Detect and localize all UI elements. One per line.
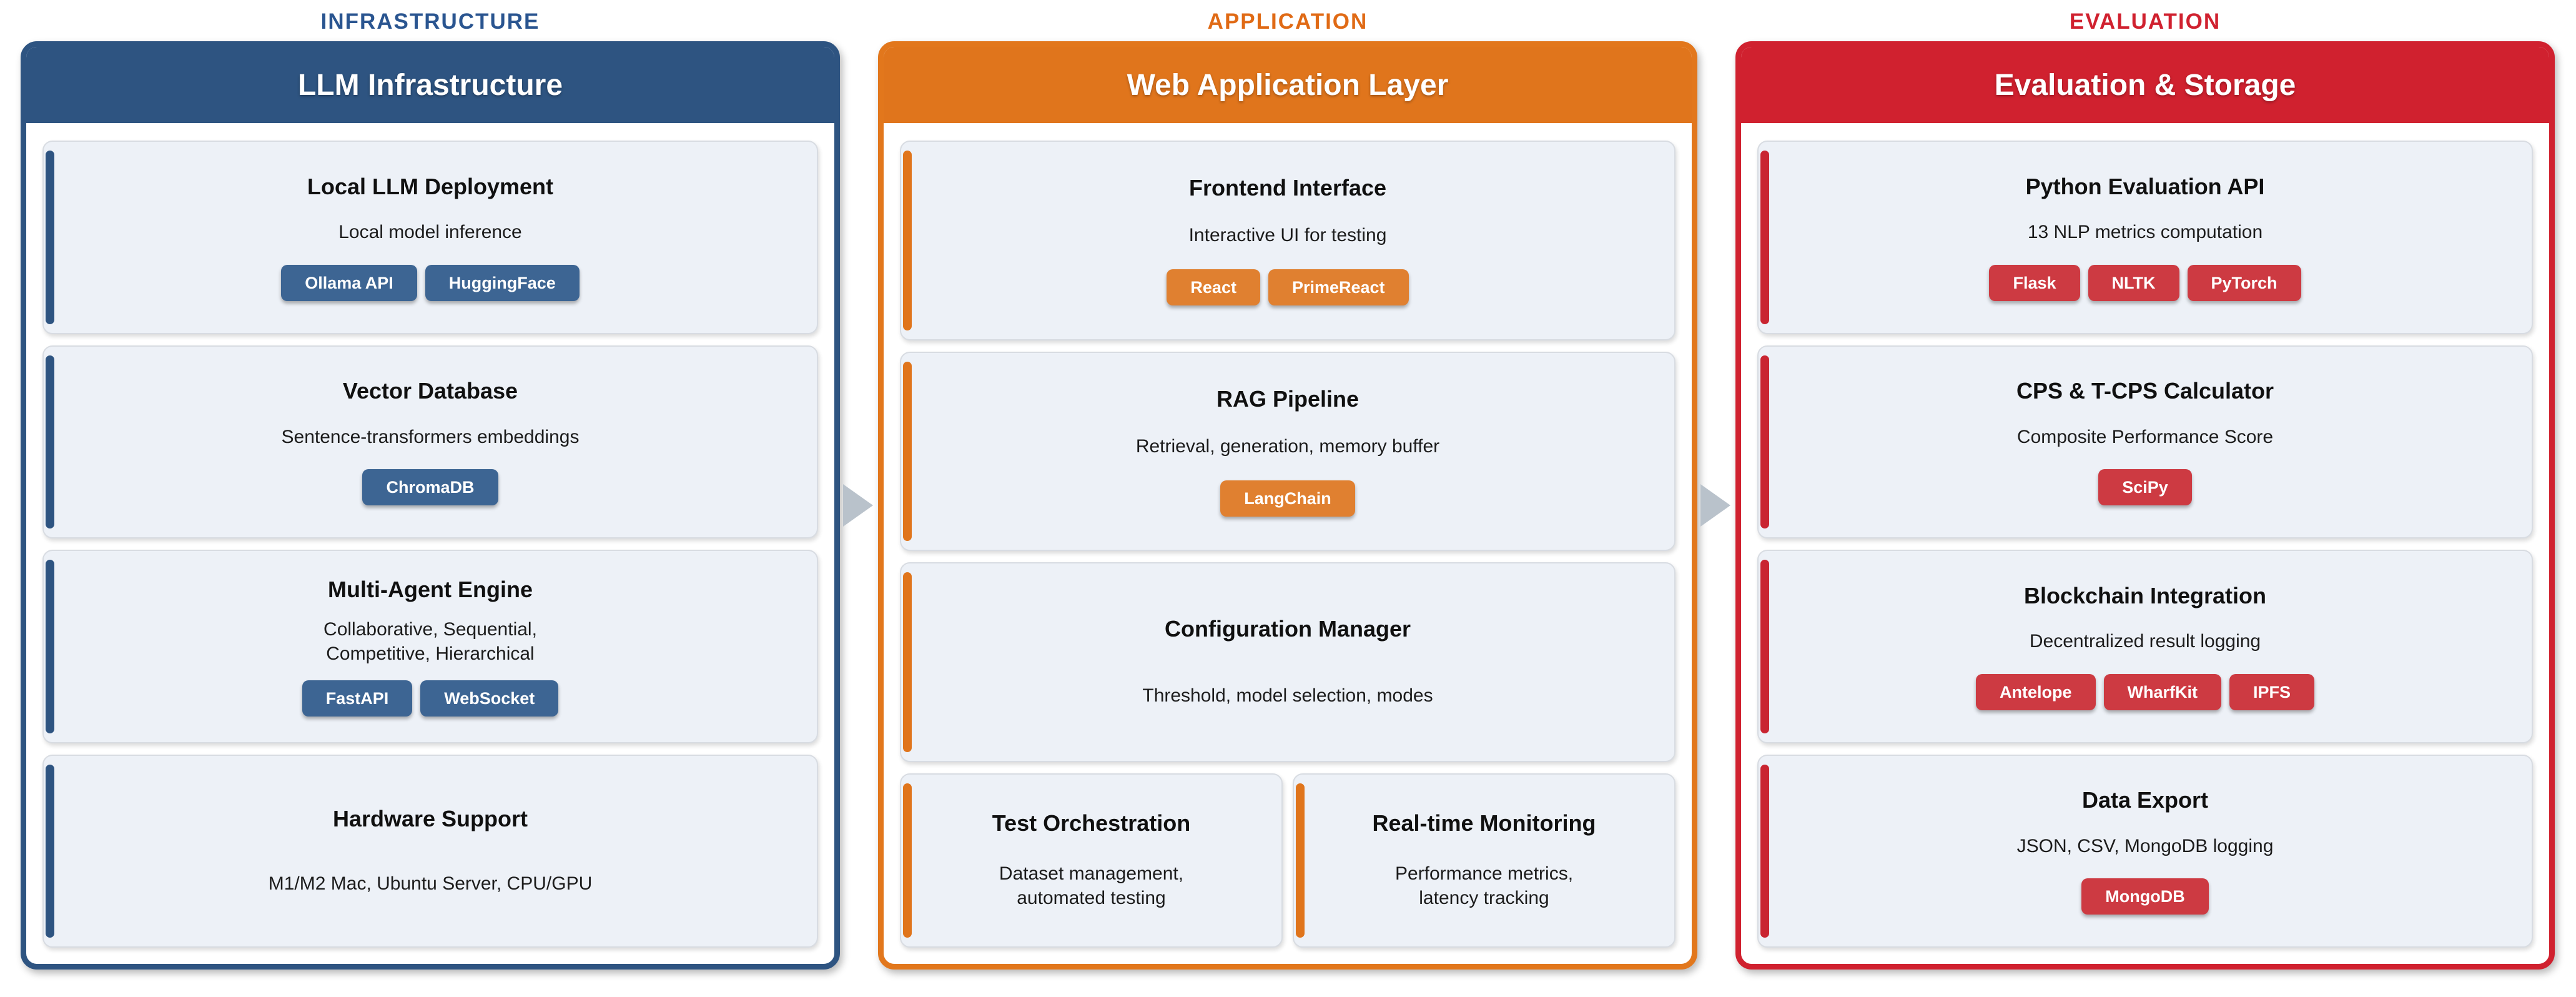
column-infrastructure: INFRASTRUCTURE LLM Infrastructure Local … (21, 6, 840, 970)
badge-chromadb: ChromaDB (362, 469, 498, 506)
card-multi-agent-engine: Multi-Agent Engine Collaborative, Sequen… (42, 550, 818, 743)
badge-react: React (1167, 269, 1260, 306)
badge-ollama-api: Ollama API (281, 264, 417, 301)
card-vector-database: Vector Database Sentence-transformers em… (42, 345, 818, 538)
card-description: Composite Performance Score (2016, 426, 2274, 447)
panel-evaluation-storage: Evaluation & Storage Python Evaluation A… (1735, 41, 2555, 970)
column-label-evaluation: EVALUATION (2069, 9, 2221, 34)
badge-row: SciPy (2098, 469, 2192, 506)
card-accent-bar (903, 151, 912, 330)
panel-content-application: Frontend Interface Interactive UI for te… (884, 123, 1692, 964)
card-title: Local LLM Deployment (307, 173, 554, 199)
card-accent-bar (46, 355, 54, 528)
badge-row: Antelope WharfKit IPFS (1975, 673, 2314, 710)
card-accent-bar (903, 783, 912, 938)
card-accent-bar (46, 764, 54, 938)
badge-row: Flask NLTK PyTorch (1989, 264, 2301, 301)
badge-wharfkit: WharfKit (2103, 673, 2221, 710)
card-description: JSON, CSV, MongoDB logging (2016, 835, 2274, 856)
panel-llm-infrastructure: LLM Infrastructure Local LLM Deployment … (21, 41, 840, 970)
badge-row: LangChain (1220, 480, 1355, 517)
card-title: RAG Pipeline (1216, 385, 1360, 412)
card-hardware-support: Hardware Support M1/M2 Mac, Ubuntu Serve… (42, 754, 818, 948)
card-accent-bar (1760, 151, 1769, 324)
card-accent-bar (46, 151, 54, 324)
panel-header-evaluation-storage: Evaluation & Storage (1741, 47, 2549, 123)
card-title: Vector Database (342, 378, 518, 404)
card-python-evaluation-api: Python Evaluation API 13 NLP metrics com… (1757, 141, 2533, 334)
panel-header-llm-infrastructure: LLM Infrastructure (26, 47, 834, 123)
card-accent-bar (903, 572, 912, 752)
split-card-row: Test Orchestration Dataset management, a… (900, 773, 1675, 948)
panel-web-application-layer: Web Application Layer Frontend Interface… (878, 41, 1697, 970)
badge-websocket: WebSocket (420, 680, 559, 717)
badge-langchain: LangChain (1220, 480, 1355, 517)
card-title: Frontend Interface (1188, 175, 1387, 201)
card-description: Performance metrics, latency tracking (1394, 863, 1574, 909)
badge-row: MongoDB (2081, 878, 2209, 915)
card-title: Configuration Manager (1165, 616, 1411, 642)
badge-nltk: NLTK (2088, 264, 2179, 301)
card-description: Collaborative, Sequential, Competitive, … (323, 618, 537, 664)
card-title: Multi-Agent Engine (328, 576, 533, 602)
card-blockchain-integration: Blockchain Integration Decentralized res… (1757, 550, 2533, 743)
card-accent-bar (1296, 783, 1305, 938)
card-frontend-interface: Frontend Interface Interactive UI for te… (900, 141, 1675, 340)
card-description: Decentralized result logging (2029, 631, 2261, 652)
column-label-infrastructure: INFRASTRUCTURE (320, 9, 540, 34)
card-description: M1/M2 Mac, Ubuntu Server, CPU/GPU (268, 873, 593, 895)
card-description: Local model inference (338, 222, 522, 243)
panel-content-infrastructure: Local LLM Deployment Local model inferen… (26, 123, 834, 964)
card-title: Python Evaluation API (2025, 173, 2265, 199)
flow-arrow-icon (1700, 484, 1730, 527)
panel-content-evaluation: Python Evaluation API 13 NLP metrics com… (1741, 123, 2549, 964)
card-title: Data Export (2081, 787, 2209, 813)
card-realtime-monitoring: Real-time Monitoring Performance metrics… (1293, 773, 1675, 948)
card-cps-tcps-calculator: CPS & T-CPS Calculator Composite Perform… (1757, 345, 2533, 538)
card-description: Sentence-transformers embeddings (281, 426, 580, 447)
badge-row: ChromaDB (362, 469, 498, 506)
badge-ipfs: IPFS (2229, 673, 2314, 710)
column-label-application: APPLICATION (1207, 9, 1368, 34)
flow-arrow-icon (843, 484, 873, 527)
card-rag-pipeline: RAG Pipeline Retrieval, generation, memo… (900, 351, 1675, 551)
badge-row: FastAPI WebSocket (302, 680, 559, 717)
card-title: Blockchain Integration (2023, 582, 2267, 608)
card-data-export: Data Export JSON, CSV, MongoDB logging M… (1757, 754, 2533, 948)
card-description: Retrieval, generation, memory buffer (1135, 435, 1440, 457)
column-application: APPLICATION Web Application Layer Fronte… (878, 6, 1697, 970)
card-accent-bar (1760, 764, 1769, 938)
card-description: Dataset management, automated testing (999, 863, 1184, 909)
card-title: Test Orchestration (992, 810, 1191, 836)
badge-antelope: Antelope (1975, 673, 2096, 710)
badge-flask: Flask (1989, 264, 2080, 301)
badge-pytorch: PyTorch (2187, 264, 2301, 301)
card-test-orchestration: Test Orchestration Dataset management, a… (900, 773, 1283, 948)
card-description: Threshold, model selection, modes (1142, 685, 1433, 707)
badge-fastapi: FastAPI (302, 680, 413, 717)
badge-huggingface: HuggingFace (425, 264, 580, 301)
card-accent-bar (1760, 355, 1769, 528)
badge-row: Ollama API HuggingFace (281, 264, 580, 301)
column-evaluation: EVALUATION Evaluation & Storage Python E… (1735, 6, 2555, 970)
columns-row: INFRASTRUCTURE LLM Infrastructure Local … (21, 6, 2555, 970)
badge-row: React PrimeReact (1167, 269, 1409, 306)
panel-header-web-application-layer: Web Application Layer (884, 47, 1692, 123)
card-local-llm-deployment: Local LLM Deployment Local model inferen… (42, 141, 818, 334)
badge-scipy: SciPy (2098, 469, 2192, 506)
card-configuration-manager: Configuration Manager Threshold, model s… (900, 562, 1675, 762)
badge-primereact: PrimeReact (1268, 269, 1409, 306)
card-title: Real-time Monitoring (1372, 810, 1596, 836)
card-title: Hardware Support (332, 806, 528, 832)
card-description: Interactive UI for testing (1188, 225, 1387, 246)
card-accent-bar (903, 361, 912, 541)
card-description: 13 NLP metrics computation (2027, 222, 2263, 243)
badge-mongodb: MongoDB (2081, 878, 2209, 915)
card-accent-bar (1760, 560, 1769, 733)
card-title: CPS & T-CPS Calculator (2016, 378, 2274, 404)
card-accent-bar (46, 560, 54, 733)
